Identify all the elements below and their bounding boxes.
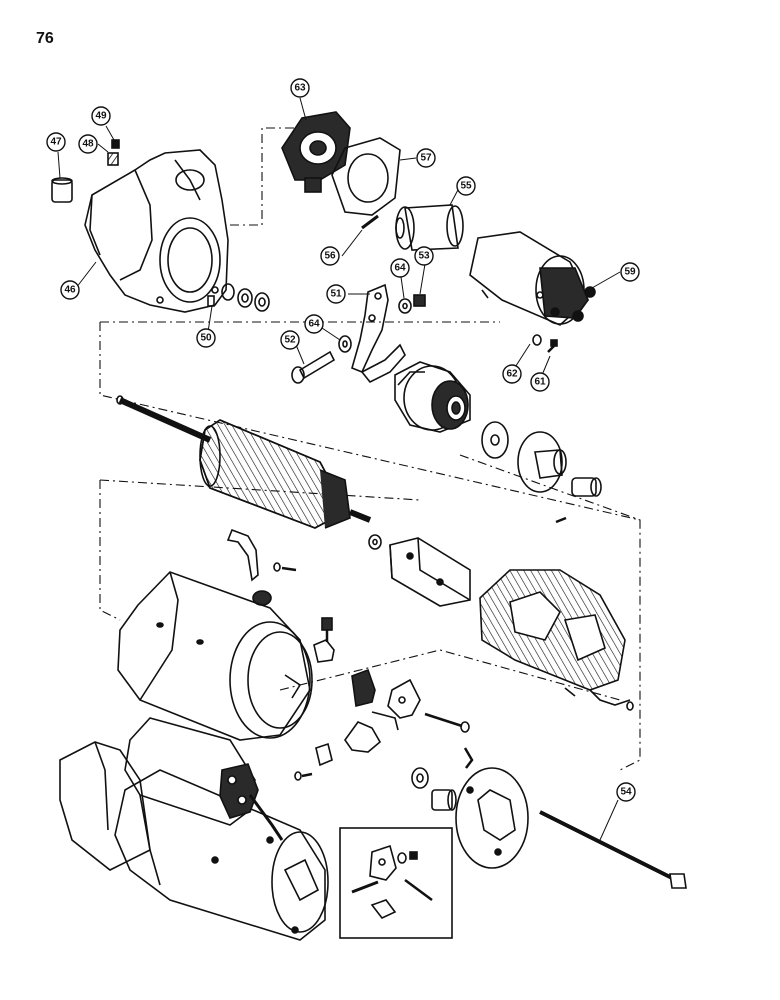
commutator-end-frame — [455, 767, 529, 869]
callout-56: 56 — [324, 251, 336, 262]
small-screw-left — [273, 562, 297, 572]
callout-47: 47 — [50, 137, 62, 148]
callout-53: 53 — [418, 251, 430, 262]
callout-46: 46 — [64, 285, 76, 296]
callout-62: 62 — [506, 369, 518, 380]
bushing-end — [431, 789, 457, 811]
callout-57: 57 — [420, 153, 432, 164]
washer-64-upper — [398, 298, 412, 314]
screw-right — [555, 516, 567, 524]
callout-bubbles — [46, 78, 640, 802]
washer-62 — [532, 334, 542, 346]
plug-48 — [107, 152, 119, 166]
terminal-insulator — [313, 639, 335, 663]
bushing-right — [571, 477, 602, 497]
brush-block — [351, 668, 376, 707]
washers-50 — [207, 283, 270, 312]
callout-55: 55 — [460, 181, 472, 192]
callout-labels: 47 48 49 46 63 57 55 56 64 53 59 51 50 6… — [50, 83, 636, 798]
center-bearing — [517, 431, 567, 493]
brush-arm — [344, 711, 399, 753]
through-bolt-54 — [539, 810, 687, 889]
terminal-stud — [321, 617, 333, 642]
callout-49: 49 — [95, 111, 107, 122]
pin-56 — [361, 214, 379, 230]
page-number: 76 — [36, 30, 54, 47]
callout-48: 48 — [82, 139, 94, 150]
pivot-pin — [424, 712, 470, 733]
drive-housing-46 — [84, 149, 229, 313]
bushing-47 — [51, 177, 73, 203]
brush-left — [315, 742, 333, 767]
callout-54: 54 — [620, 787, 632, 798]
brush-spring-bracket — [387, 678, 421, 719]
callout-59: 59 — [624, 267, 636, 278]
callout-64-lower: 64 — [308, 319, 320, 330]
bolt-52 — [291, 350, 336, 384]
washer-64-lower — [338, 335, 352, 353]
solenoid-59 — [469, 231, 596, 326]
brush-washer — [368, 534, 382, 550]
nut-53 — [413, 294, 426, 307]
callout-61: 61 — [534, 377, 546, 388]
screw-lower-left — [294, 771, 313, 781]
armature — [116, 395, 372, 529]
callout-50: 50 — [200, 333, 212, 344]
brush-spring — [463, 747, 474, 769]
drive-pinion-clutch — [394, 361, 471, 433]
spring-49 — [111, 139, 120, 149]
screw-61 — [547, 339, 558, 353]
callout-52: 52 — [284, 335, 296, 346]
callout-63: 63 — [294, 83, 306, 94]
brush-holder — [389, 537, 471, 607]
inset-detail-box — [339, 827, 453, 939]
plunger-55 — [395, 204, 464, 251]
field-coil-assembly — [479, 569, 634, 711]
callout-51: 51 — [330, 289, 342, 300]
washer-end — [411, 767, 429, 789]
shift-lever-51 — [351, 283, 406, 384]
callout-leaders — [57, 97, 621, 841]
cover-plate-63 — [281, 111, 351, 193]
assembled-starter-motor — [59, 717, 329, 941]
thrust-washer — [481, 421, 509, 459]
callout-64-upper: 64 — [394, 263, 406, 274]
gasket-57 — [331, 137, 401, 216]
bracket-strap — [226, 528, 259, 582]
field-frame — [117, 571, 313, 741]
